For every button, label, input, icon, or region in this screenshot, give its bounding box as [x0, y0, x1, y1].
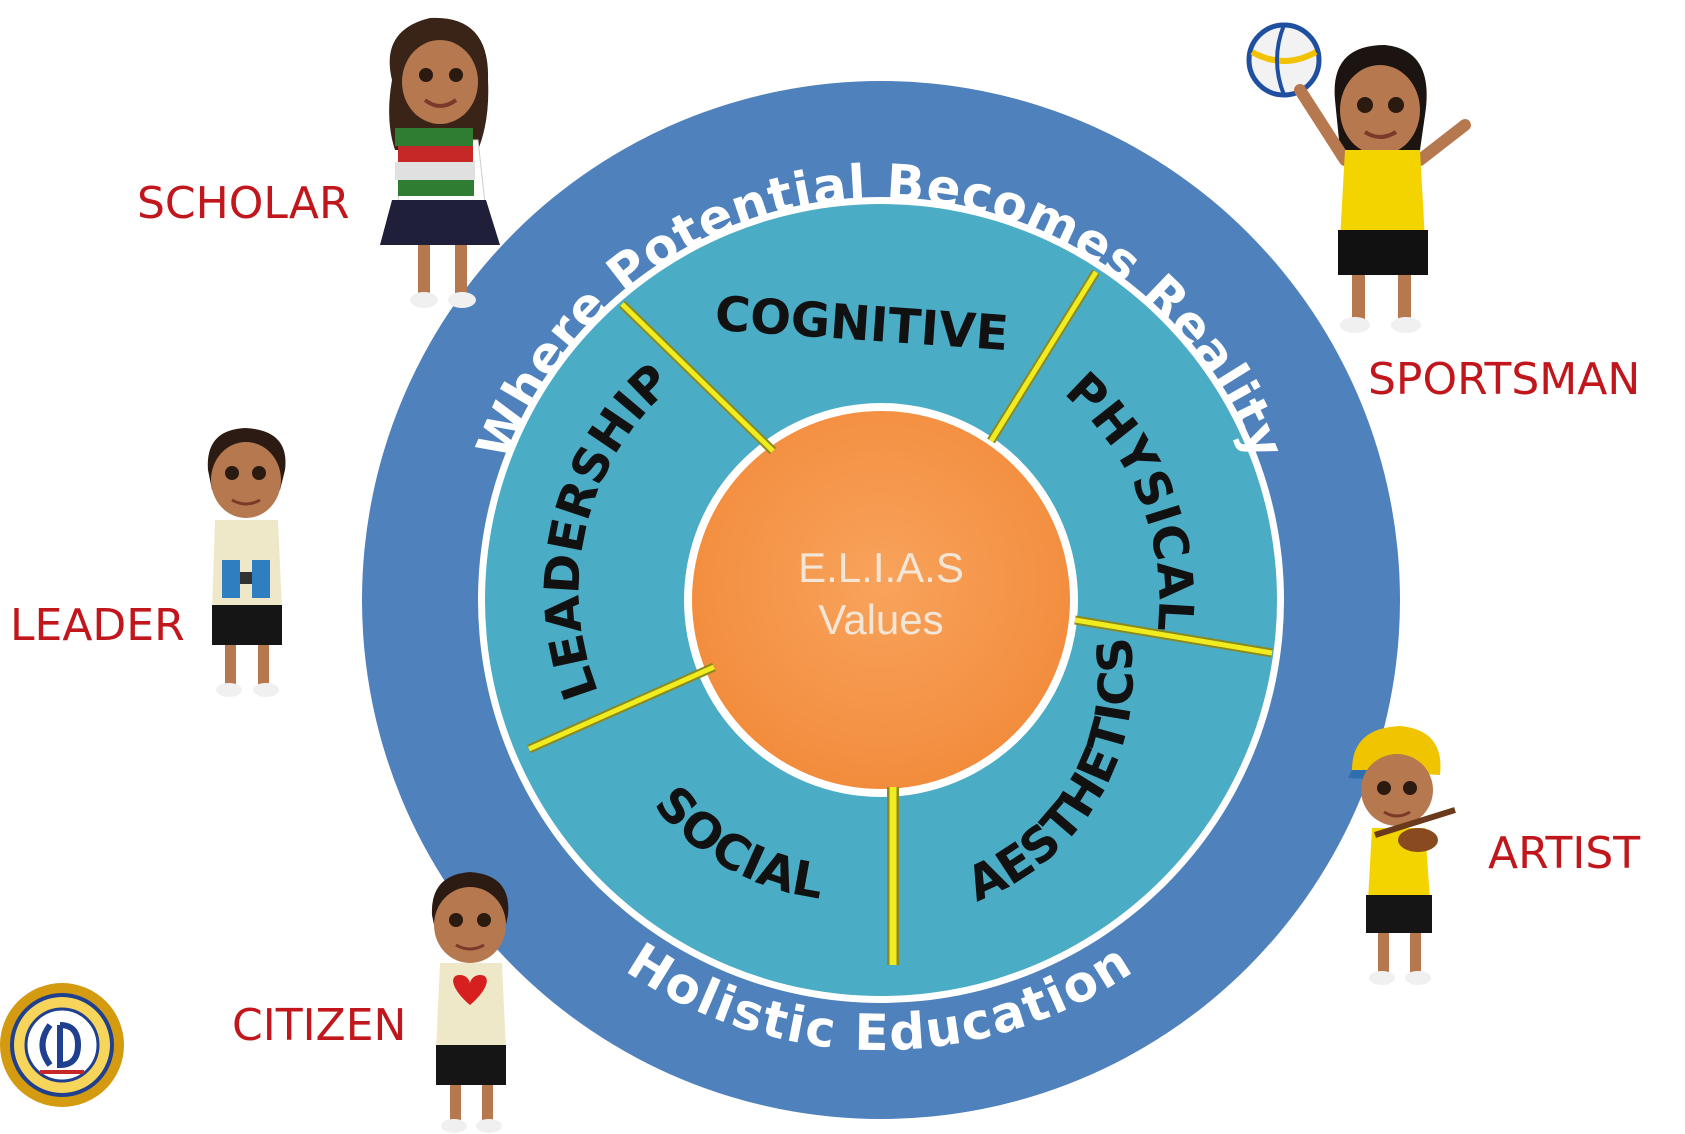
- sportsman-figure-icon: [1246, 22, 1471, 333]
- leader-figure-icon: [207, 428, 286, 697]
- segment-dividers: [527, 269, 1273, 965]
- role-label-artist: ARTIST: [1488, 828, 1640, 879]
- artist-figure-icon: [1348, 726, 1456, 985]
- role-label-scholar: SCHOLAR: [137, 178, 350, 229]
- center-text-line2: Values: [818, 596, 943, 643]
- center-text-line1: E.L.I.A.S: [798, 544, 964, 591]
- role-label-citizen: CITIZEN: [232, 1000, 406, 1051]
- role-label-leader: LEADER: [10, 600, 185, 651]
- center-circle: [692, 411, 1070, 789]
- role-label-sportsman: SPORTSMAN: [1368, 354, 1640, 405]
- scholar-figure-icon: [380, 17, 500, 308]
- citizen-figure-icon: [431, 872, 509, 1133]
- school-logo-icon: [0, 983, 124, 1107]
